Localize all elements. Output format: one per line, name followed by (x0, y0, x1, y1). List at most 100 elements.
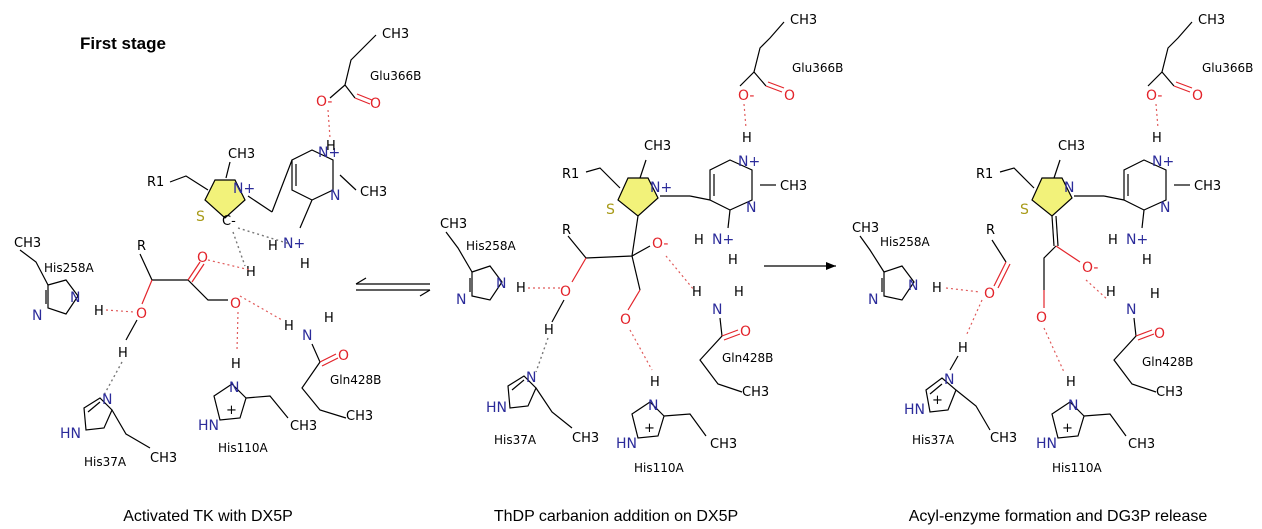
adduct-2: R O- O O H (544, 223, 668, 338)
thiazolium-ring-2: N+ S CH3 R1 (562, 139, 690, 257)
thiazolium-s: S (196, 209, 205, 225)
gln-n-2: N (712, 302, 722, 318)
glu366b-residue-3: CH3 O- O Glu366B (1146, 13, 1253, 104)
amine-h-left-2: H (694, 233, 704, 248)
glu-h-3: H (1152, 131, 1162, 146)
thz-s-3: S (1020, 202, 1029, 218)
his110a-residue: N H + HN CH3 His110A (198, 357, 317, 455)
glu366b-residue: CH3 O- O Glu366B (316, 27, 421, 112)
r1-group: R1 (147, 175, 164, 190)
pyr-n-plus-3: N+ (1152, 154, 1174, 170)
gln428b-label: Gln428B (330, 373, 381, 387)
dx5p-h-bottom: H (118, 346, 128, 361)
h110-methyl-3: CH3 (1128, 437, 1155, 452)
his37a-n: N (102, 392, 112, 408)
thiazolium-n-plus: N+ (233, 181, 255, 197)
his258a-residue-2: CH3 N N H His258A (440, 217, 526, 308)
dg3p-r-3: R (986, 223, 995, 238)
pyrimidine-h: H (326, 139, 336, 154)
dx5p-r: R (137, 239, 146, 254)
pyr-n-3: N (1160, 200, 1170, 216)
gln-o-2: O (740, 324, 751, 340)
gln-h2-3: H (1150, 287, 1160, 302)
his258a-residue-3: CH3 N N H His258A (852, 221, 942, 308)
h258-h-3: H (932, 281, 942, 296)
thz-n-3: N (1064, 180, 1074, 196)
h110-hn-2: HN (616, 436, 637, 452)
his110a-plus: + (226, 403, 237, 418)
thz-n-plus-2: N+ (650, 180, 672, 196)
glu-methyl-2: CH3 (790, 13, 817, 28)
equilibrium-arrow-icon (355, 277, 431, 297)
adduct-o-left-2: O (560, 284, 571, 300)
panel-activated-tk: CH3 O- O Glu366B N+ H N CH3 N+ H H N+ S … (14, 27, 421, 469)
gln428b-residue-2: H H N O Gln428B CH3 (692, 285, 773, 400)
his258a-n: N (70, 290, 80, 306)
his258a-label-2: His258A (466, 239, 517, 253)
pyrimidine-ring-2: N+ N CH3 N+ H H (689, 154, 807, 268)
gln-h2-2: H (734, 285, 744, 300)
caption-carbanion-addition: ThDP carbanion addition on DX5P (493, 508, 739, 525)
his258a-methyl: CH3 (14, 236, 41, 251)
his37a-label-2: His37A (494, 433, 537, 447)
his37a-label: His37A (84, 455, 127, 469)
dg3p-release-3: R O (984, 223, 1011, 302)
gln428b-label-2: Gln428B (722, 351, 773, 365)
glu366b-residue-2: CH3 O- O Glu366B (738, 13, 843, 104)
stage-heading: First stage (80, 34, 166, 53)
h258-n2-2: N (456, 292, 466, 308)
his110a-residue-3: N H + HN CH3 His110A (1036, 375, 1155, 475)
h110-n-2: N (648, 398, 658, 414)
h110-n-3: N (1068, 398, 1078, 414)
gln-h1-2: H (692, 285, 702, 300)
dg3p-h-3: H (958, 341, 968, 356)
dx5p-carbonyl-o: O (197, 250, 208, 266)
his258a-label: His258A (44, 261, 95, 275)
pyrimidine-ring-3: N+ N CH3 N+ H H (1103, 154, 1221, 268)
glu366b-methyl: CH3 (382, 27, 409, 42)
h258-methyl-2: CH3 (440, 217, 467, 232)
thz-methyl-3: CH3 (1058, 139, 1085, 154)
gln428b-residue-3: H H N O Gln428B CH3 (1106, 285, 1193, 400)
amine-h-bottom-2: H (728, 253, 738, 268)
glu366b-o-minus: O- (316, 94, 332, 110)
amine-h-left: H (268, 239, 278, 254)
panel-acyl-enzyme: CH3 O- O Glu366B H N+ N CH3 N+ H H N S C… (852, 13, 1253, 475)
thiazolium-methyl: CH3 (228, 147, 255, 162)
thz-methyl-2: CH3 (644, 139, 671, 154)
his258a-residue: CH3 N N H His258A (14, 236, 104, 324)
his258a-n2: N (32, 308, 42, 324)
his37a-residue-2: N HN CH3 His37A (486, 370, 599, 447)
his37a-hn: HN (60, 426, 81, 442)
thiazolium-c-minus: C- (222, 214, 236, 229)
pyrimidine-methyl: CH3 (360, 185, 387, 200)
his110a-label-3: His110A (1052, 461, 1103, 475)
his110a-label-2: His110A (634, 461, 685, 475)
gln428b-methyl: CH3 (346, 409, 373, 424)
his37a-residue-3: + N HN CH3 His37A (904, 372, 1017, 447)
dx5p-h-top: H (246, 265, 256, 280)
caption-activated-tk: Activated TK with DX5P (123, 508, 293, 525)
pyr-methyl-2: CH3 (780, 179, 807, 194)
amine-h-bottom: H (300, 257, 310, 272)
glu-o-minus-2: O- (738, 88, 754, 104)
thiazolium-ring-1: N+ S C- CH3 R1 (147, 147, 273, 229)
enol-intermediate-3: O O- (1036, 245, 1098, 326)
panel-carbanion-addition: CH3 O- O Glu366B H N+ N CH3 N+ H H N+ S … (440, 13, 843, 475)
dx5p-o5: O (230, 296, 241, 312)
amine-h-bottom-3: H (1142, 253, 1152, 268)
h258-n2-3: N (868, 292, 878, 308)
his258a-h: H (94, 304, 104, 319)
r1-group-2: R1 (562, 167, 579, 182)
gln-o-3: O (1154, 326, 1165, 342)
adduct-h-2: H (544, 323, 554, 338)
dg3p-o-3: O (984, 286, 995, 302)
adduct-r-2: R (562, 223, 571, 238)
gln428b-h1: H (284, 319, 294, 334)
h258-methyl-3: CH3 (852, 221, 879, 236)
h37-hn-3: HN (904, 402, 925, 418)
amine-h-left-3: H (1108, 233, 1118, 248)
gln428b-residue: H N H O Gln428B CH3 (284, 311, 381, 424)
h37-n-3: N (944, 372, 954, 388)
adduct-o-minus-2: O- (652, 236, 668, 252)
